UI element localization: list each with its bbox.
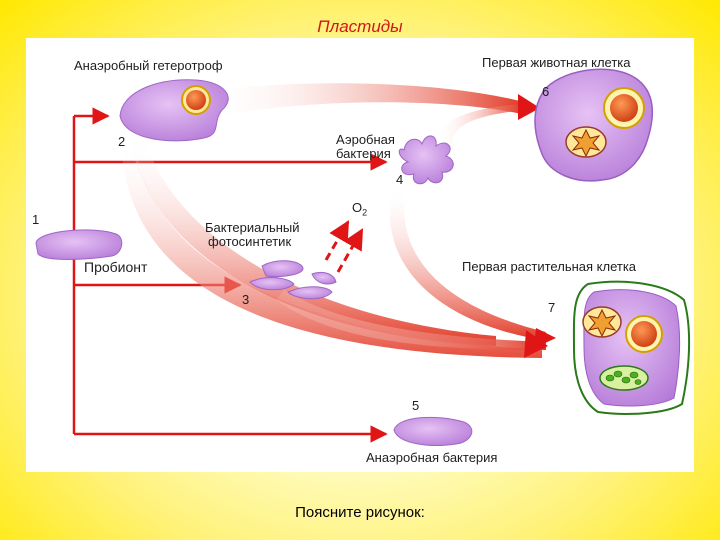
photosynthetic-bacterium-cells — [249, 260, 337, 300]
probiont-cell — [35, 229, 123, 260]
label-first-plant-cell: Первая растительная клетка — [462, 259, 637, 274]
number-1: 1 — [32, 212, 40, 227]
label-aerobic-bacterium-2: бактерия — [336, 146, 391, 161]
number-2: 2 — [118, 134, 126, 149]
number-7: 7 — [548, 300, 556, 315]
anaerobic-bacterium-cell — [393, 416, 473, 446]
label-first-animal-cell: Первая животная клетка — [482, 55, 631, 70]
number-3: 3 — [242, 292, 250, 307]
anaerobic-heterotroph-cell — [119, 79, 229, 142]
label-oxygen: O2 — [352, 200, 368, 218]
number-5: 5 — [412, 398, 420, 413]
diagram-panel: Анаэробный гетеротроф Первая животная кл… — [26, 38, 694, 472]
aerobic-bacterium-cell — [398, 135, 454, 185]
footer-prompt: Поясните рисунок: — [295, 504, 425, 521]
arrow-heads — [518, 94, 556, 358]
symbiosis-arrows — [122, 83, 546, 358]
label-anaerobic-heterotroph: Анаэробный гетеротроф — [74, 58, 223, 73]
label-aerobic-bacterium-1: Аэробная — [336, 132, 395, 147]
label-anaerobic-bacterium: Анаэробная бактерия — [366, 450, 498, 465]
slide-title: Пластиды — [317, 17, 403, 36]
label-probiont: Пробионт — [84, 259, 148, 275]
evolution-diagram — [35, 68, 691, 446]
number-4: 4 — [396, 172, 404, 187]
label-bacterial-photosynthetic-1: Бактериальный — [205, 220, 300, 235]
oxygen-arrows — [324, 220, 364, 273]
animal-cell — [534, 68, 653, 182]
number-6: 6 — [542, 84, 550, 99]
plant-cell — [572, 280, 691, 415]
label-bacterial-photosynthetic-2: фотосинтетик — [208, 234, 292, 249]
